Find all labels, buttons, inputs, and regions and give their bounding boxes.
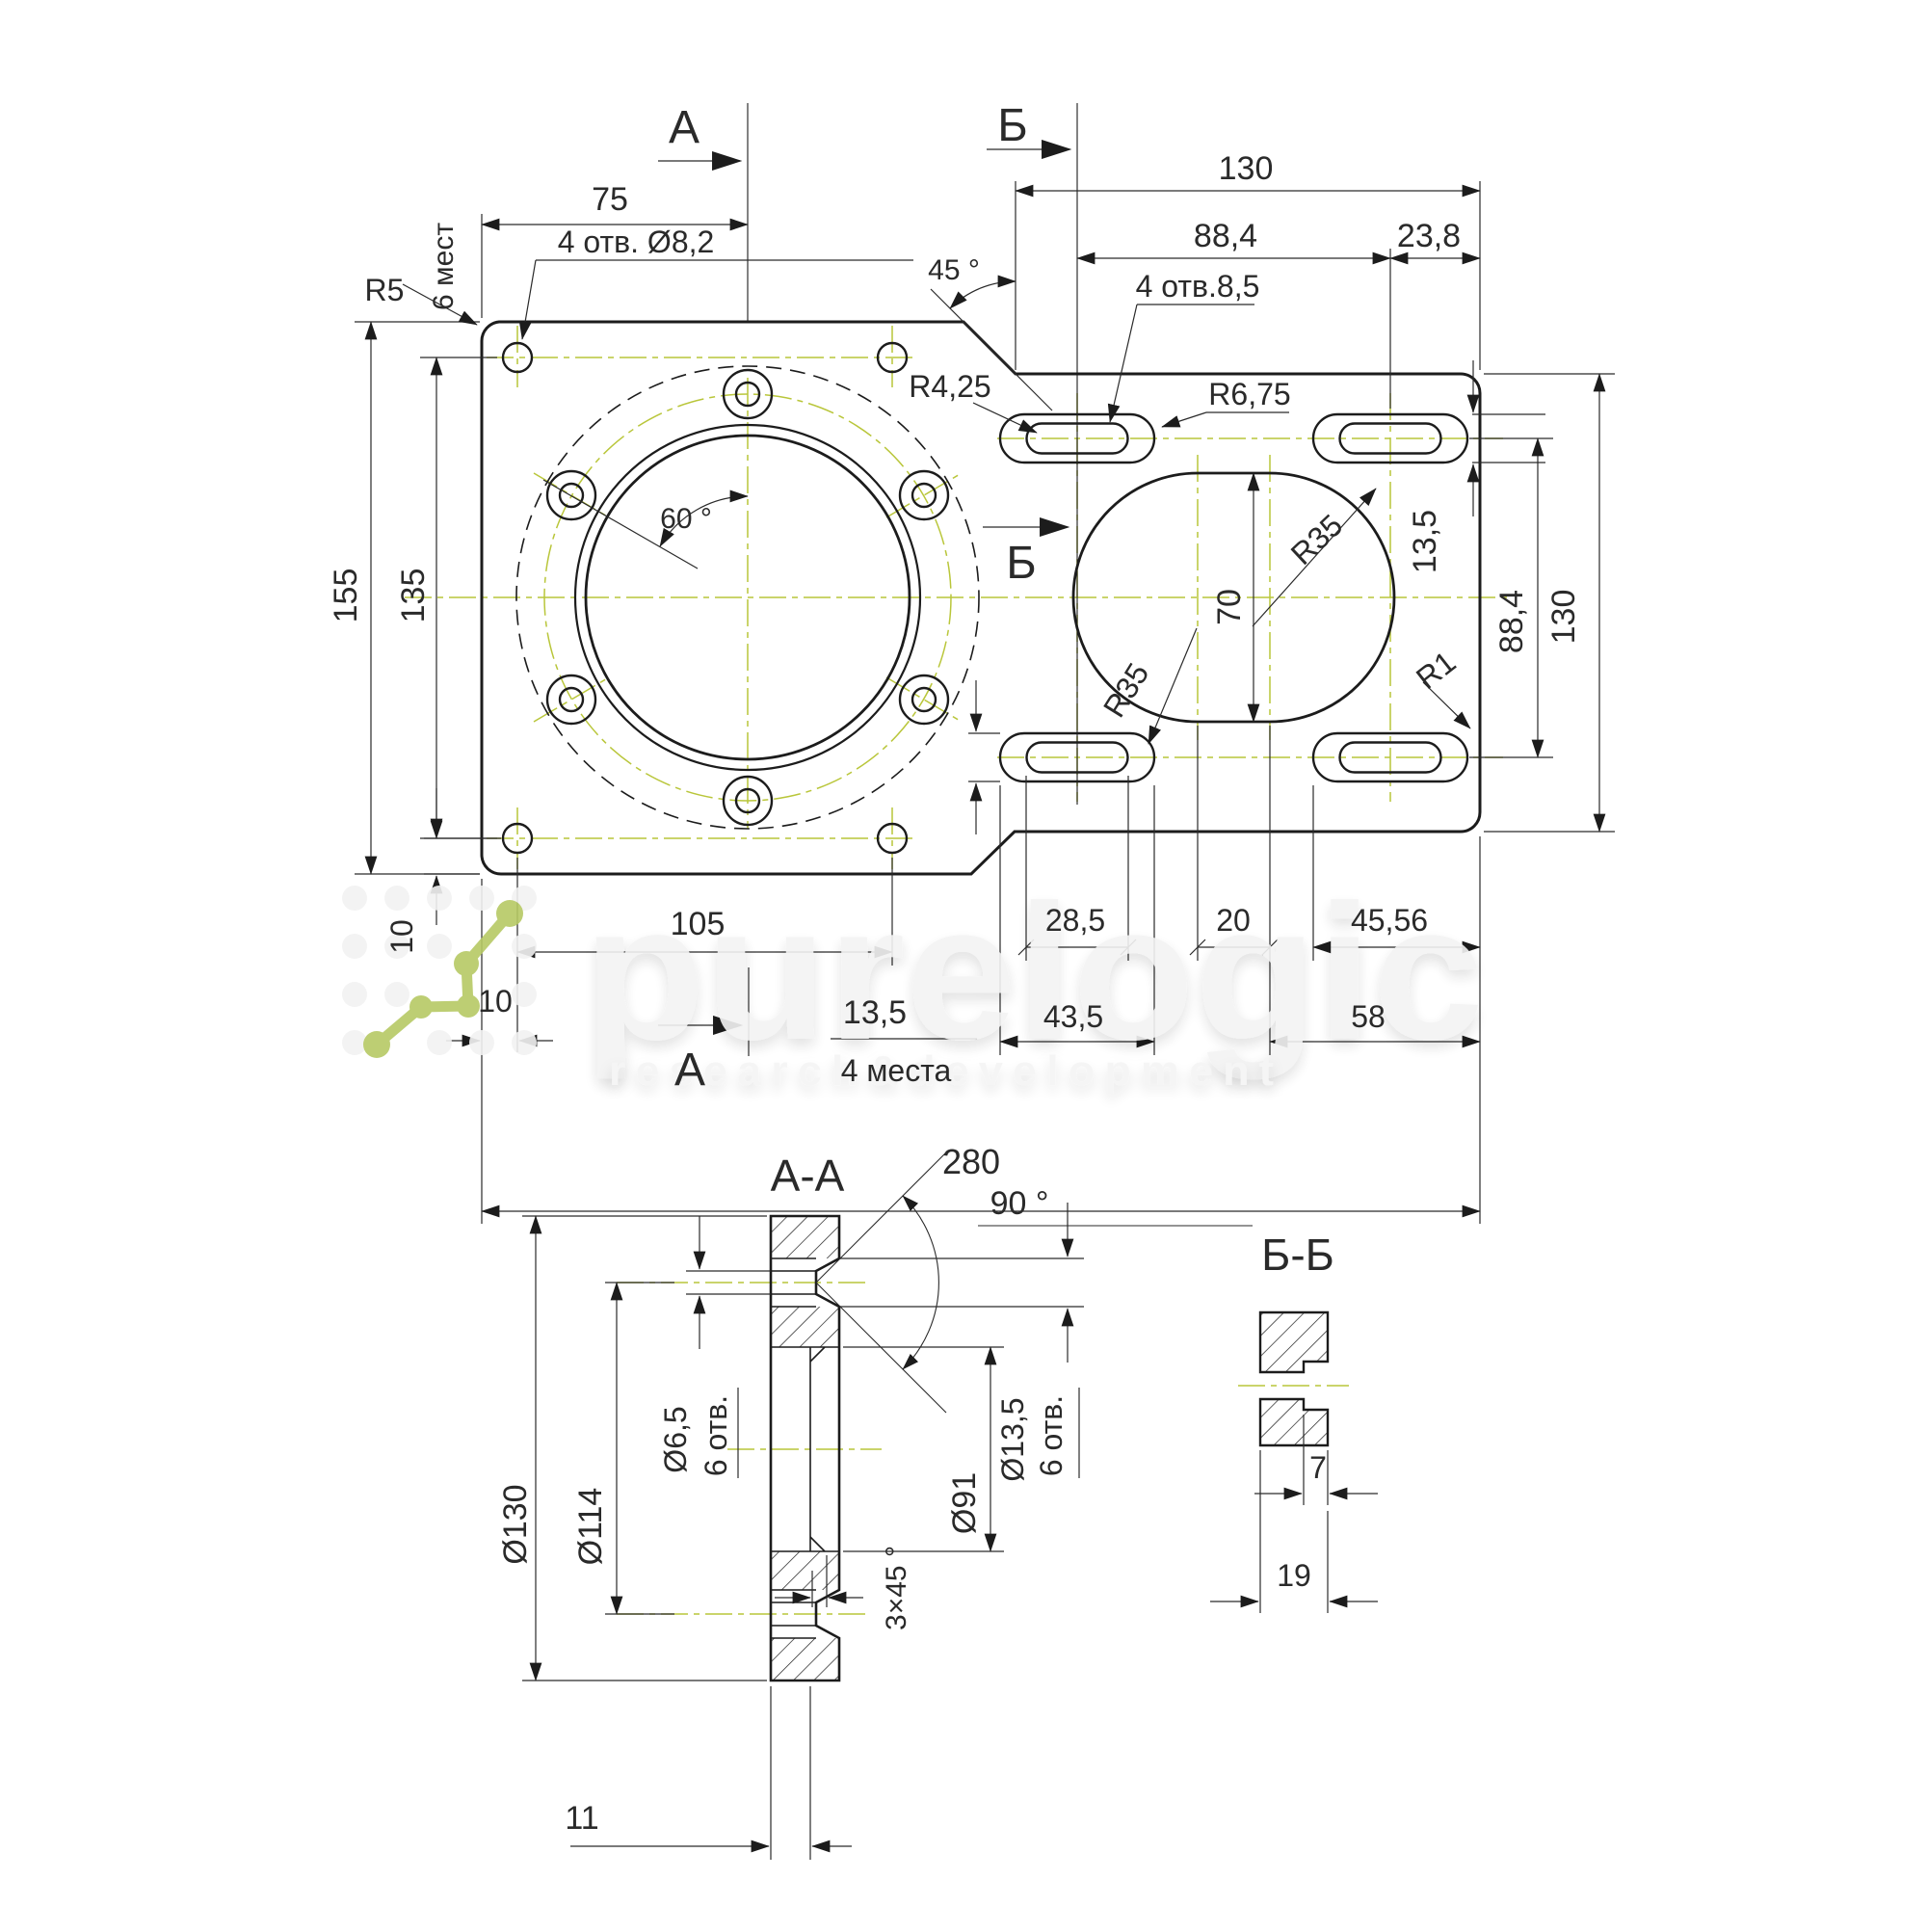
dim-58: 58 — [1351, 999, 1386, 1034]
dim-130-right: 130 — [1545, 590, 1582, 645]
watermark: purelogic research&development — [342, 865, 1484, 1095]
label-r5: R5 — [365, 273, 405, 307]
label-r1: R1 — [1410, 645, 1462, 697]
logo-dot — [496, 900, 523, 927]
label-r4-25: R4,25 — [909, 369, 990, 404]
dim-10-vert: 10 — [384, 919, 419, 954]
note-4otv-8-2: 4 отв. Ø8,2 — [558, 225, 715, 259]
note-4-mesta: 4 места — [841, 1053, 952, 1088]
main-view — [355, 103, 1615, 1224]
aa-centerlines — [617, 1282, 882, 1615]
dim-d91: Ø91 — [946, 1472, 983, 1534]
label-r35-lower: R35 — [1096, 657, 1156, 724]
dim-10-horiz: 10 — [478, 984, 513, 1019]
title-section-bb: Б-Б — [1261, 1230, 1334, 1280]
logo-dot — [363, 1031, 390, 1058]
angle-90: 90 ° — [990, 1185, 1049, 1222]
dim-105: 105 — [671, 906, 726, 942]
slot-top-right — [1338, 422, 1442, 455]
bore-chamfer-circle — [573, 423, 922, 772]
marker-a-bottom: A — [674, 1045, 705, 1096]
title-section-aa: A-A — [771, 1151, 845, 1201]
label-6-mest: 6 мест — [428, 223, 460, 310]
watermark-logo — [363, 900, 523, 1058]
dim-23-8: 23,8 — [1397, 218, 1461, 254]
logo-dot — [409, 995, 433, 1019]
watermark-title: purelogic — [583, 865, 1484, 1080]
angle-60: 60 ° — [660, 503, 712, 535]
dim-20: 20 — [1216, 903, 1251, 938]
centerlines — [405, 326, 1513, 869]
aa-outline — [769, 1214, 841, 1682]
bolt-holes — [545, 368, 950, 827]
dim-19: 19 — [1277, 1558, 1311, 1593]
label-r35-upper: R35 — [1284, 508, 1349, 571]
dim-88-4-right: 88,4 — [1493, 590, 1530, 653]
marker-b-mid: Б — [1006, 538, 1037, 589]
marker-b-top: Б — [997, 100, 1028, 151]
slot-bottom-right — [1338, 741, 1442, 774]
dim-13-5-bottom: 13,5 — [843, 994, 907, 1031]
dim-88-4-top: 88,4 — [1194, 218, 1257, 254]
watermark-subtitle: research&development — [609, 1047, 1283, 1095]
stadium-hole — [1071, 471, 1396, 724]
boss-outline-dashed-circle — [515, 365, 980, 830]
slot-bottom-left — [1025, 741, 1129, 774]
dim-45-56: 45,56 — [1351, 903, 1428, 938]
note-4otv-8-5: 4 отв.8,5 — [1136, 269, 1260, 304]
dim-13-5-right: 13,5 — [1407, 510, 1443, 573]
dim-6otv-left: 6 отв. — [699, 1395, 733, 1476]
dim-155: 155 — [328, 569, 364, 623]
label-r6-75: R6,75 — [1208, 377, 1290, 411]
dim-d6-5: Ø6,5 — [658, 1406, 693, 1472]
logo-dot — [457, 994, 480, 1018]
angle-45: 45 ° — [928, 254, 980, 286]
dim-3x45: 3×45 ° — [881, 1546, 912, 1630]
section-bb — [1210, 1310, 1378, 1613]
bb-bottom-block — [1258, 1397, 1330, 1447]
logo-dot — [454, 951, 479, 976]
corner-holes — [501, 341, 909, 855]
section-aa — [522, 1151, 1253, 1860]
central-bore-circle — [584, 434, 911, 761]
dim-75: 75 — [592, 181, 628, 218]
bolt-circle-centerline — [543, 393, 952, 802]
dim-d13-5: Ø13,5 — [995, 1397, 1030, 1481]
bb-top-block — [1258, 1310, 1330, 1374]
leaders — [402, 139, 1471, 1036]
dim-130-top: 130 — [1219, 150, 1274, 187]
slot-top-left — [1025, 422, 1129, 455]
dim-43-5: 43,5 — [1043, 999, 1103, 1034]
dim-28-5: 28,5 — [1045, 903, 1105, 938]
dimension-lines — [364, 184, 1606, 1218]
dim-7: 7 — [1309, 1450, 1327, 1485]
dim-6otv-right: 6 отв. — [1034, 1395, 1069, 1476]
dim-280: 280 — [942, 1142, 1000, 1181]
plate-outline — [480, 320, 1482, 876]
bb-dims — [1210, 1415, 1378, 1613]
watermark-dot-grid — [342, 886, 537, 1055]
dim-d130: Ø130 — [497, 1484, 534, 1564]
mounting-slots — [998, 412, 1469, 783]
dim-70: 70 — [1211, 589, 1248, 625]
dim-d114: Ø114 — [572, 1488, 609, 1566]
aa-dims — [522, 1203, 1084, 1860]
dim-135: 135 — [395, 569, 432, 623]
dim-11: 11 — [565, 1800, 598, 1837]
marker-a-top: A — [669, 102, 700, 153]
